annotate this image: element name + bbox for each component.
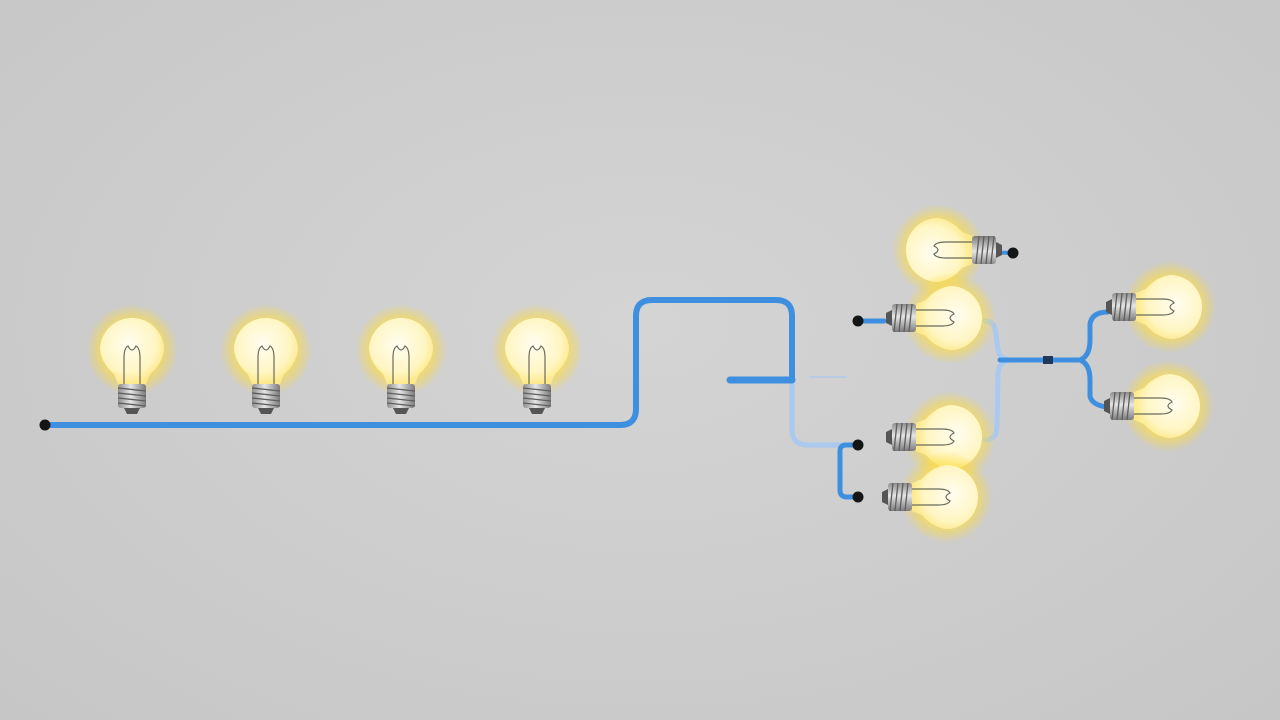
bulb-thread: [251, 402, 281, 407]
bulb-thread: [522, 397, 552, 402]
terminal-dot: [852, 439, 864, 451]
bulb-thread: [386, 387, 416, 392]
terminals: [39, 247, 1019, 503]
bulb-glass: [369, 318, 433, 384]
bulb-series-1: [86, 304, 178, 414]
bulb-glass: [1134, 374, 1200, 438]
bulb-glass: [505, 318, 569, 384]
terminal-dot: [852, 491, 864, 503]
bulb-tip: [393, 408, 409, 414]
bulb-tip: [529, 408, 545, 414]
bulb-glass: [234, 318, 298, 384]
bulb-glass: [100, 318, 164, 384]
bulb-thread: [898, 303, 903, 333]
bulb-filament: [1136, 298, 1175, 316]
bulb-filament: [912, 488, 951, 506]
bulb-thread: [908, 422, 913, 452]
bulb-glass: [916, 286, 982, 350]
bulb-thread: [117, 387, 147, 392]
bulb-thread: [117, 402, 147, 407]
bulb-thread: [903, 303, 908, 333]
bulb-thread: [894, 482, 899, 512]
bulb-filament: [392, 345, 410, 384]
bulb-tip: [1106, 299, 1112, 315]
bulb-thread: [975, 235, 980, 265]
bulb-filament: [528, 345, 546, 384]
bulb-filament: [933, 241, 972, 259]
bulb-thread: [903, 422, 908, 452]
bulb-tip: [882, 489, 888, 505]
bulb-thread: [904, 482, 909, 512]
bulb-far-right-upper: [1106, 261, 1216, 353]
bulb-thread: [1116, 391, 1121, 421]
terminal-dot: [39, 419, 51, 431]
bulb-filament: [257, 345, 275, 384]
bulb-thread: [251, 392, 281, 397]
bulb-bottom: [882, 451, 992, 543]
bulb-tip: [258, 408, 274, 414]
bulb-glass: [906, 218, 972, 282]
bulb-thread: [117, 392, 147, 397]
bulb-thread: [117, 397, 147, 402]
bulbs: [86, 204, 1216, 543]
bulb-thread: [522, 392, 552, 397]
bulb-thread: [1128, 292, 1133, 322]
bulb-filament: [916, 309, 955, 327]
bulb-thread: [1111, 391, 1116, 421]
bulb-thread: [898, 422, 903, 452]
bulb-thread: [990, 235, 995, 265]
wire-split-up: [1077, 309, 1111, 363]
bulb-thread: [522, 387, 552, 392]
bulb-thread: [889, 482, 894, 512]
bulb-thread: [522, 402, 552, 407]
bulb-top: [892, 204, 1002, 296]
bulb-thread: [1113, 292, 1118, 322]
bulb-filament: [1134, 397, 1173, 415]
main-wire: [42, 297, 795, 428]
bulb-thread: [386, 397, 416, 402]
bulb-series-3: [355, 304, 447, 414]
bulb-thread: [980, 235, 985, 265]
bulb-tip: [886, 310, 892, 326]
wire-bulb-a-out: [982, 318, 1083, 363]
bulb-thread: [251, 387, 281, 392]
bulb-tip: [996, 242, 1002, 258]
bulb-thread: [1123, 292, 1128, 322]
bulb-glass: [916, 405, 982, 469]
bulb-filament: [916, 428, 955, 446]
bulb-thread: [893, 422, 898, 452]
terminal-dot: [852, 315, 864, 327]
bulb-filament: [123, 345, 141, 384]
bulb-glass: [1136, 275, 1202, 339]
bulb-series-2: [220, 304, 312, 414]
bulb-glass: [912, 465, 978, 529]
wire-parallel-loop: [837, 442, 861, 500]
bulb-thread: [985, 235, 990, 265]
bulb-thread: [386, 402, 416, 407]
bulb-thread: [251, 397, 281, 402]
bulb-tip: [886, 429, 892, 445]
terminal-dot: [1007, 247, 1019, 259]
bulb-thread: [1121, 391, 1126, 421]
bulb-thread: [1118, 292, 1123, 322]
bulb-far-right-lower: [1104, 360, 1214, 452]
bulb-series-4: [491, 304, 583, 414]
junction-sleeve: [1043, 356, 1053, 364]
bulb-thread: [899, 482, 904, 512]
bulb-thread: [386, 392, 416, 397]
bulb-tip: [124, 408, 140, 414]
bulb-thread: [908, 303, 913, 333]
bulb-right-upper-left: [886, 272, 996, 364]
wire-faded-branch: [789, 377, 861, 448]
bulb-thread: [893, 303, 898, 333]
bulb-tip: [1104, 398, 1110, 414]
bulb-thread: [1126, 391, 1131, 421]
